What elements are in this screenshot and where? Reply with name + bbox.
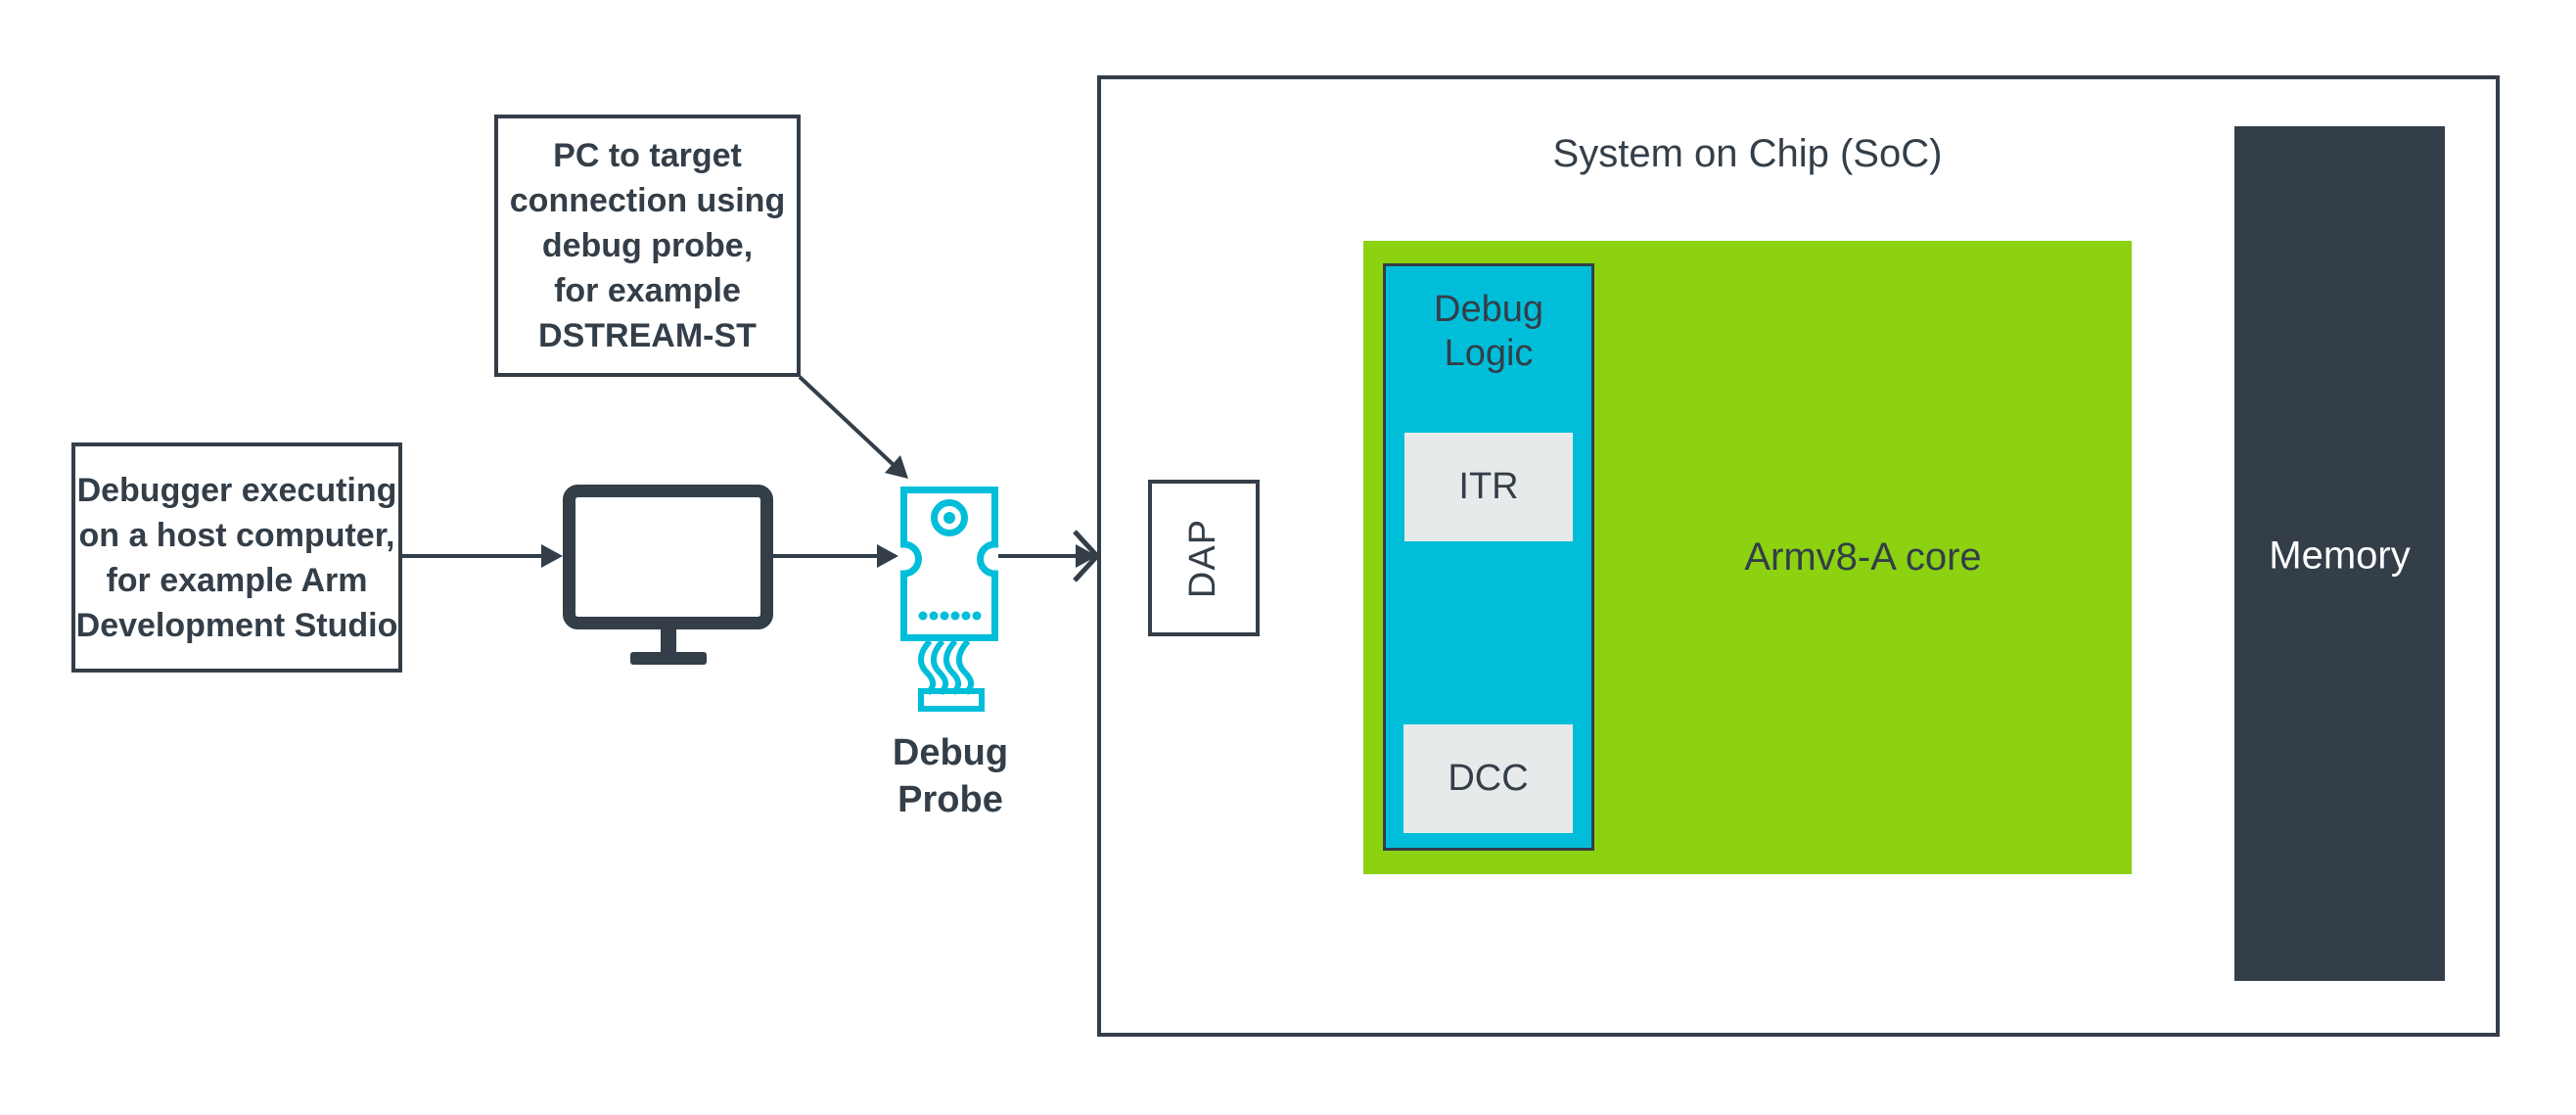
dap-label: DAP — [1182, 518, 1224, 598]
callout-line: PC to target — [553, 137, 742, 174]
host-box-line: for example Arm — [106, 561, 368, 599]
memory-box: Memory — [2234, 126, 2445, 981]
itr-label: ITR — [1458, 466, 1519, 507]
callout-line: debug probe, — [541, 227, 754, 264]
host-box-line: Development Studio — [75, 606, 398, 644]
host-debugger-box: Debugger executing on a host computer, f… — [71, 442, 402, 673]
debug-logic-label-line: Debug — [1434, 289, 1543, 330]
armv8-core-label: Armv8-A core — [1594, 241, 2132, 874]
arrow-callout-to-probe — [798, 375, 908, 479]
probe-vent-dots — [918, 611, 982, 621]
arrow-monitor-to-probe — [773, 544, 898, 568]
debug-logic-label-line: Logic — [1444, 333, 1534, 374]
dcc-box: DCC — [1403, 724, 1573, 833]
dap-box: DAP — [1148, 480, 1260, 636]
debug-probe-label-line: Debug — [892, 732, 1009, 773]
arrow-host-to-monitor — [402, 544, 563, 568]
dcc-label: DCC — [1448, 758, 1529, 799]
debug-probe-label: Debug Probe — [852, 729, 1048, 823]
monitor-icon — [563, 485, 773, 665]
soc-title: System on Chip (SoC) — [1552, 132, 1943, 175]
arrow-probe-to-soc — [998, 530, 1101, 582]
armv8-core-label-text: Armv8-A core — [1744, 535, 1982, 579]
itr-box: ITR — [1404, 433, 1573, 541]
host-box-line: Debugger executing — [76, 471, 397, 509]
host-box-line: on a host computer, — [78, 516, 395, 554]
callout-line: DSTREAM-ST — [538, 317, 757, 354]
probe-ribbon-cables — [918, 638, 975, 696]
callout-line: for example — [554, 272, 741, 309]
memory-label: Memory — [2269, 534, 2411, 578]
debug-probe-label-line: Probe — [897, 779, 1003, 820]
callout-pc-to-target: PC to target connection using debug prob… — [494, 115, 801, 377]
callout-line: connection using — [509, 182, 786, 219]
debug-probe-icon — [900, 487, 998, 712]
